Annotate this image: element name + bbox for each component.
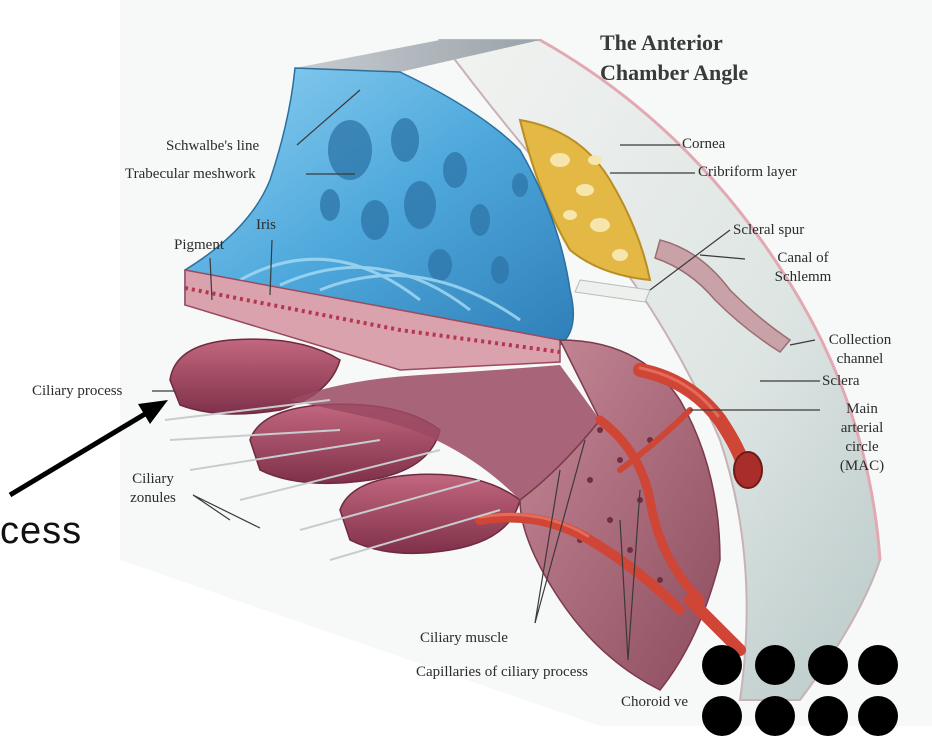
label-ciliary-zonules-line1: Ciliary bbox=[108, 470, 198, 489]
dot bbox=[808, 696, 848, 736]
side-caption-text: cess bbox=[0, 510, 82, 553]
label-ciliary-process: Ciliary process bbox=[32, 382, 122, 401]
diagram-title: The Anterior Chamber Angle bbox=[600, 28, 748, 88]
mac-cross-section bbox=[734, 452, 762, 488]
label-capillaries: Capillaries of ciliary process bbox=[416, 663, 588, 682]
dot bbox=[858, 696, 898, 736]
label-ciliary-muscle: Ciliary muscle bbox=[420, 629, 508, 648]
label-main-arterial-circle: Main arterial circle (MAC) bbox=[812, 400, 912, 476]
label-cornea: Cornea bbox=[682, 135, 725, 154]
label-trabecular-meshwork: Trabecular meshwork bbox=[125, 165, 256, 184]
label-choroid-veins: Choroid ve bbox=[621, 693, 688, 712]
title-line-2: Chamber Angle bbox=[600, 58, 748, 88]
dot bbox=[702, 696, 742, 736]
label-collection-line2: channel bbox=[810, 350, 910, 369]
label-mac-line1: Main bbox=[812, 400, 912, 419]
label-sclera: Sclera bbox=[822, 372, 859, 391]
label-mac-line2: arterial bbox=[812, 419, 912, 438]
dot bbox=[755, 645, 795, 685]
label-mac-line4: (MAC) bbox=[812, 457, 912, 476]
dot bbox=[858, 645, 898, 685]
label-ciliary-zonules: Ciliary zonules bbox=[108, 470, 198, 508]
label-ciliary-zonules-line2: zonules bbox=[108, 489, 198, 508]
label-iris: Iris bbox=[256, 216, 276, 235]
label-mac-line3: circle bbox=[812, 438, 912, 457]
label-scleral-spur: Scleral spur bbox=[733, 221, 804, 240]
label-canal-line2: Schlemm bbox=[748, 268, 858, 287]
label-cribriform-layer: Cribriform layer bbox=[698, 163, 797, 182]
dot bbox=[755, 696, 795, 736]
label-collection-line1: Collection bbox=[810, 331, 910, 350]
label-canal-of-schlemm: Canal of Schlemm bbox=[748, 249, 858, 287]
label-pigment: Pigment bbox=[174, 236, 224, 255]
dot bbox=[702, 645, 742, 685]
dot bbox=[808, 645, 848, 685]
label-collection-channel: Collection channel bbox=[810, 331, 910, 369]
label-canal-line1: Canal of bbox=[748, 249, 858, 268]
title-line-1: The Anterior bbox=[600, 28, 748, 58]
label-schwalbes-line: Schwalbe's line bbox=[166, 137, 259, 156]
